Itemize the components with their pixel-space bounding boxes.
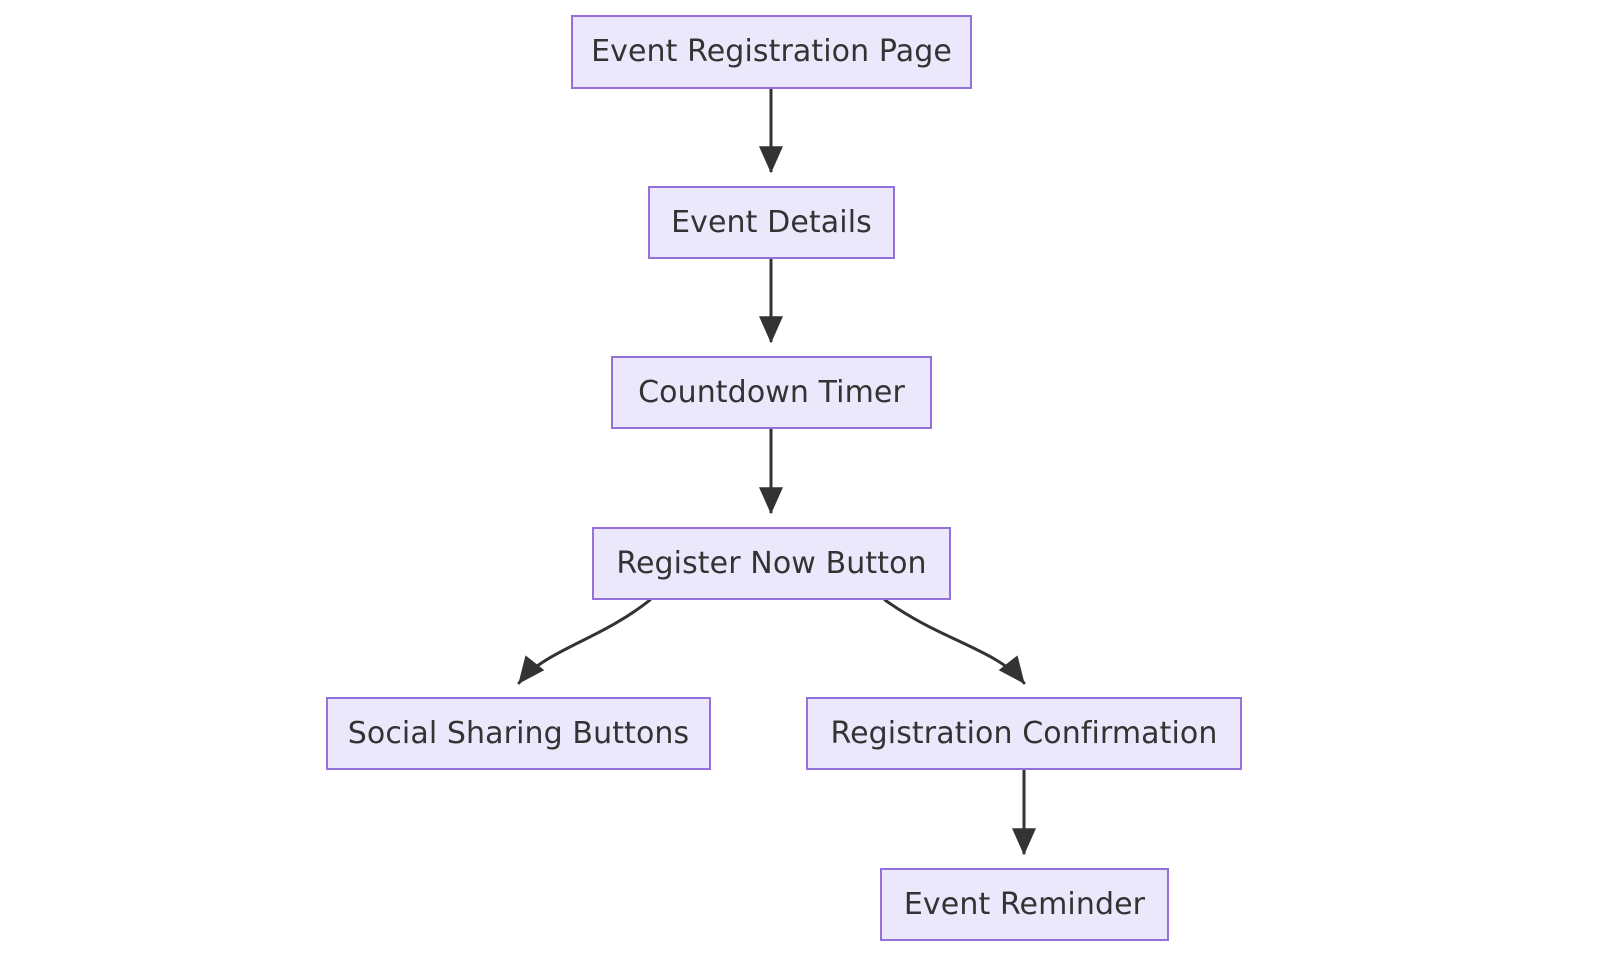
- edge-register-to-social: [517, 598, 652, 685]
- node-social-sharing-buttons[interactable]: Social Sharing Buttons: [326, 697, 711, 770]
- node-label: Register Now Button: [616, 545, 927, 581]
- node-register-now-button[interactable]: Register Now Button: [592, 527, 951, 600]
- node-label: Event Registration Page: [591, 34, 952, 69]
- node-label: Event Details: [671, 204, 872, 240]
- node-event-details[interactable]: Event Details: [648, 186, 895, 259]
- node-event-reminder[interactable]: Event Reminder: [880, 868, 1169, 941]
- node-label: Social Sharing Buttons: [347, 715, 690, 751]
- node-countdown-timer[interactable]: Countdown Timer: [611, 356, 932, 429]
- edge-register-to-confirmation: [883, 598, 1026, 685]
- node-registration-confirmation[interactable]: Registration Confirmation: [806, 697, 1242, 770]
- node-label: Event Reminder: [903, 886, 1146, 922]
- node-label: Countdown Timer: [638, 374, 905, 410]
- node-event-registration-page[interactable]: Event Registration Page: [571, 15, 972, 89]
- node-label: Registration Confirmation: [830, 715, 1218, 751]
